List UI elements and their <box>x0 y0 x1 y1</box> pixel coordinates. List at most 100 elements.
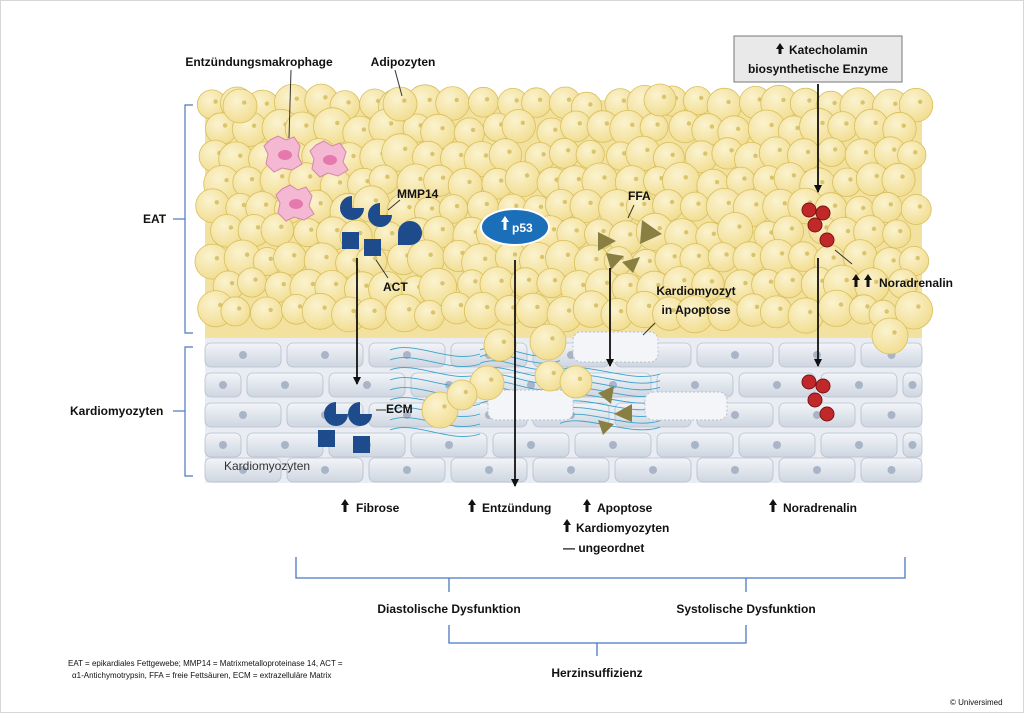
adipocyte-nucleus <box>874 173 879 179</box>
ecm-fiber <box>389 367 481 377</box>
cardiomyocyte-nucleus <box>887 411 896 419</box>
mmp14-act-markers-eat <box>340 196 422 256</box>
cardiomyocyte-nucleus <box>445 441 453 449</box>
adipocyte-nucleus <box>778 306 783 311</box>
ecm-fiber <box>389 347 481 357</box>
adipocyte-cell <box>414 300 445 331</box>
adipocyte-nucleus <box>264 101 270 106</box>
katecholamin-label-line2: biosynthetische Enzyme <box>748 62 888 76</box>
outcome-fibrose: Fibrose <box>341 499 400 515</box>
adipocyte-nucleus <box>672 254 677 259</box>
adipocyte-nucleus <box>229 281 235 286</box>
adipocyte-cell <box>446 379 478 411</box>
katecholamin-up-arrow-icon <box>776 43 784 54</box>
adipocyte-nucleus <box>804 251 810 256</box>
adipocyte-nucleus <box>484 97 490 102</box>
adipocyte-nucleus <box>373 256 378 261</box>
adipocyte-nucleus <box>884 309 889 314</box>
cardiomyocyte-nucleus <box>855 381 863 389</box>
adipocyte-nucleus <box>473 279 478 284</box>
adipocyte-nucleus <box>888 202 893 207</box>
cardiomyocyte-nucleus <box>527 441 535 449</box>
adipocyte-nucleus <box>646 303 652 308</box>
adipocyte-nucleus <box>520 120 525 126</box>
adipocyte-nucleus <box>294 96 299 101</box>
adipocyte-nucleus <box>844 121 849 126</box>
adipocyte-nucleus <box>865 304 870 309</box>
adipocyte-nucleus <box>873 120 878 126</box>
adipocyte-nucleus <box>485 304 490 310</box>
adipocyte-nucleus <box>499 178 504 183</box>
adipocyte-nucleus <box>440 126 445 131</box>
adipocyte-nucleus <box>848 177 853 182</box>
adipocyte-nucleus <box>253 277 258 282</box>
adipocyte-nucleus <box>743 280 748 286</box>
kardiomyozyten-up-arrow-icon <box>563 519 571 532</box>
adipocyte-nucleus <box>621 98 627 103</box>
adipocyte-nucleus <box>782 201 787 206</box>
kardiomyozyt-apoptose-label-line2: in Apoptose <box>662 303 731 317</box>
adipocyte-cell <box>894 291 933 330</box>
adipocyte-nucleus <box>601 228 606 234</box>
adipocyte-nucleus <box>918 99 923 105</box>
adipocyte-nucleus <box>832 100 837 106</box>
cardiomyocyte-nucleus <box>363 381 371 389</box>
adipocyte-nucleus <box>402 98 407 103</box>
adipocyte-nucleus <box>633 176 639 182</box>
cardiomyocyte-nucleus <box>321 351 329 359</box>
adipocyte-nucleus <box>863 150 869 155</box>
adipocyte-cell <box>250 296 284 330</box>
kardiomyozyten-outcome-label-line1: Kardiomyozyten <box>576 521 669 535</box>
entzuendung-label: Entzündung <box>482 501 551 515</box>
adipocyte-nucleus <box>224 178 229 183</box>
adipocyte-nucleus <box>588 102 593 107</box>
adipocyte-nucleus <box>440 227 445 232</box>
adipocyte-nucleus <box>661 94 667 100</box>
adipocyte-nucleus <box>791 173 797 178</box>
adipocyte-nucleus <box>874 279 879 284</box>
outcome-apoptose: Apoptose Kardiomyozyten — ungeordnet <box>563 499 669 555</box>
adipocyte-nucleus <box>280 174 285 179</box>
adipocyte-nucleus <box>901 123 906 128</box>
adipocyte-nucleus <box>630 122 635 128</box>
adipocyte-nucleus <box>751 252 756 258</box>
adipocyte-nucleus <box>669 199 675 205</box>
adipocyte-nucleus <box>917 204 923 209</box>
cardiomyocyte-nucleus <box>731 351 739 359</box>
adipocyte-nucleus <box>703 151 708 156</box>
cardiomyocyte-nucleus <box>813 411 821 419</box>
adipocyte-nucleus <box>838 302 844 307</box>
adipocyte-nucleus <box>335 228 340 233</box>
adipocyte-nucleus <box>358 230 363 236</box>
adipocyte-cell <box>504 161 541 198</box>
adipocyte-nucleus <box>671 308 676 313</box>
cardiomyocyte-nucleus <box>887 466 896 474</box>
adipocyte-nucleus <box>898 228 903 234</box>
katecholamin-label-line1: Katecholamin <box>789 43 868 57</box>
adipocyte-nucleus <box>619 202 625 207</box>
adipocyte-nucleus <box>346 100 351 105</box>
adipocyte-nucleus <box>862 251 867 256</box>
adipocyte-nucleus <box>577 121 582 126</box>
eat-label: EAT <box>143 212 167 226</box>
cardiomyocyte-nucleus <box>281 441 289 449</box>
adipocyte-nucleus <box>655 122 660 127</box>
cardiomyocyte-nucleus <box>691 441 699 449</box>
adipocyte-nucleus <box>768 279 774 284</box>
cardiomyocyte-nucleus <box>649 466 657 474</box>
adipocyte-nucleus <box>833 147 838 152</box>
adipocyte-nucleus <box>222 123 228 128</box>
mmp14-label: MMP14 <box>397 187 439 201</box>
cardiomyocyte-nucleus <box>403 411 411 419</box>
adipocyte-nucleus <box>566 97 572 102</box>
adipocyte-nucleus <box>263 202 269 207</box>
adipocyte-nucleus <box>565 252 571 257</box>
kardiomyozyten-inner-label: Kardiomyozyten <box>224 459 310 473</box>
adipocyte-nucleus <box>602 175 607 180</box>
adipocyte-nucleus <box>566 308 572 313</box>
adipocyte-nucleus <box>916 304 921 309</box>
adipocyte-nucleus <box>467 179 472 185</box>
cardiomyocyte-nucleus <box>403 466 411 474</box>
adipocyte-nucleus <box>238 153 243 158</box>
